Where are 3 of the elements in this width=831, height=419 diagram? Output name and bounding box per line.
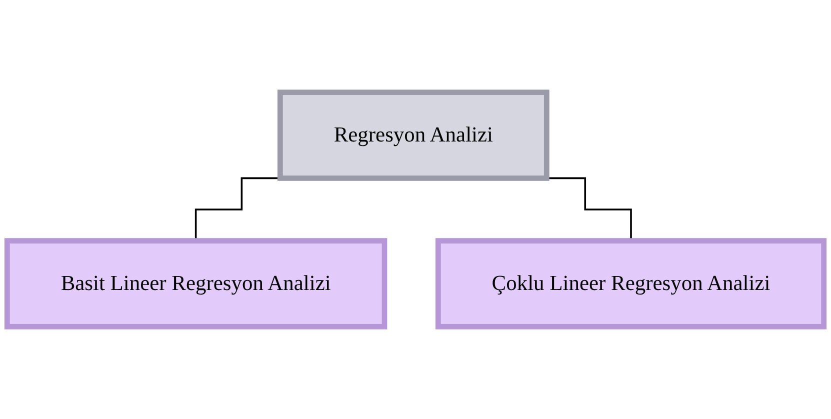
node-box: Basit Lineer Regresyon Analizi [4,238,388,330]
node-box: Regresyon Analizi [277,90,550,181]
node-box: Çoklu Lineer Regresyon Analizi [435,238,827,330]
